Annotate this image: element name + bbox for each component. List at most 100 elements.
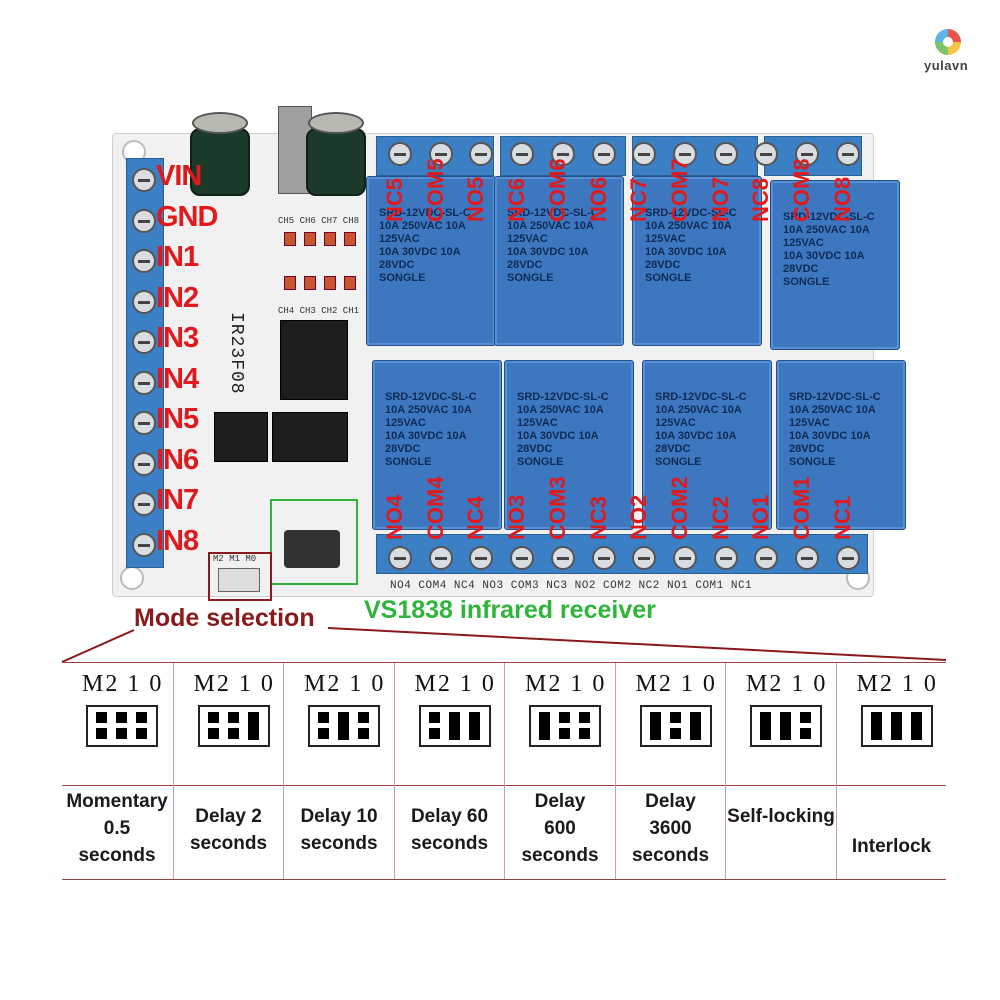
pin-label-in4: IN4: [156, 362, 199, 395]
capacitor-right: [306, 128, 366, 196]
relay-print-line: SONGLE: [507, 272, 554, 284]
input-terminal-screw: [132, 249, 156, 273]
mode-label-line: 600: [544, 818, 576, 839]
relay-label-nc2: NC2: [707, 495, 733, 540]
mode-label-line: Self-locking: [727, 806, 835, 827]
mode-label: Momentary 0.5 seconds: [62, 788, 172, 869]
relay-print-line: 10A 30VDC 10A 28VDC: [645, 246, 727, 271]
relay-print-line: SONGLE: [645, 272, 692, 284]
mode-code-header: M2 1 0: [635, 671, 717, 697]
mode-code-header: M2 1 0: [193, 671, 275, 697]
jumper-open-pin: [116, 712, 127, 723]
relay-terminal-screw-bottom: [510, 546, 535, 570]
mode-label-line: Delay: [645, 791, 696, 812]
relay-print-line: 10A 250VAC 10A 125VAC: [655, 404, 742, 429]
mode-code-header: M2 1 0: [525, 671, 607, 697]
mode-cell: M2 1 0 Interlock: [835, 663, 948, 879]
relay-terminal-screw-top: [632, 142, 657, 166]
channel-led: [324, 232, 336, 246]
input-terminal-screw: [132, 492, 156, 516]
pin-label-in5: IN5: [156, 403, 199, 435]
mode-jumper-highlight: [208, 552, 272, 601]
jumper-closed: [780, 712, 791, 740]
mode-label-line: seconds: [78, 845, 156, 866]
mode-jumper-diagram: [529, 705, 601, 747]
mode-label-line: Interlock: [851, 836, 932, 857]
mode-label-line: seconds: [189, 833, 268, 854]
relay-print-line: SONGLE: [385, 456, 432, 468]
jumper-closed: [539, 712, 550, 740]
relay-print-line: SRD-12VDC-SL-C: [655, 391, 747, 403]
relay-print-line: SONGLE: [783, 276, 830, 288]
channel-led: [344, 232, 356, 246]
pin-label-in3: IN3: [156, 322, 199, 354]
relay-print-line: 10A 30VDC 10A 28VDC: [385, 430, 467, 455]
jumper-open-pin: [358, 712, 369, 723]
relay-terminal-screw-top: [713, 142, 738, 166]
input-terminal-screw: [132, 451, 156, 476]
relay-print-line: 10A 250VAC 10A 125VAC: [645, 220, 732, 245]
pin-label-in7: IN7: [156, 484, 199, 516]
relay-label-nc3: NC3: [585, 495, 611, 540]
relay-label-no7: NO7: [707, 176, 733, 222]
jumper-open-pin: [227, 728, 239, 739]
mode-jumper-diagram: [750, 705, 822, 747]
jumper-open-pin: [579, 728, 590, 739]
input-terminal-screw: [132, 289, 156, 314]
relay-terminal-screw-top: [835, 142, 860, 166]
relay-terminal-screw-bottom: [469, 546, 494, 570]
mode-label-line: 0.5: [103, 818, 131, 839]
jumper-open-pin: [136, 712, 147, 723]
relay-terminal-screw-bottom: [428, 546, 453, 570]
jumper-open-pin: [96, 728, 107, 739]
relay-print-line: 10A 250VAC 10A 125VAC: [783, 224, 870, 249]
relay-terminal-screw-top: [754, 142, 779, 166]
relay-terminal-screw-top: [550, 142, 575, 166]
relay-terminal-screw-top: [672, 142, 697, 166]
relay-label-nc4: NC4: [463, 495, 489, 540]
mode-jumper-diagram: [418, 705, 491, 747]
pin-label-vin: VIN: [156, 160, 202, 192]
jumper-open-pin: [318, 712, 329, 723]
ir-receiver-highlight: [270, 499, 358, 585]
relay-terminal-screw-bottom: [795, 546, 819, 570]
relay-print-line: SONGLE: [517, 456, 564, 468]
jumper-open-pin: [428, 712, 440, 723]
mode-code-header: M2 1 0: [856, 671, 938, 697]
relay-terminal-screw-bottom: [672, 546, 697, 570]
relay-label-nc8: NC8: [748, 177, 774, 222]
chip-silk-label: IR23F08: [226, 312, 246, 395]
mode-label-line: Delay 60: [410, 806, 489, 827]
relay-print-line: SONGLE: [379, 272, 426, 284]
jumper-open-pin: [669, 712, 681, 723]
relay-terminal-bottom: [376, 534, 868, 574]
mode-jumper-diagram: [308, 705, 380, 747]
mode-label-line: Momentary: [66, 791, 168, 812]
relay-print-line: 10A 250VAC 10A 125VAC: [789, 404, 876, 429]
ir-receiver-label: VS1838 infrared receiver: [364, 596, 656, 624]
jumper-open-pin: [207, 712, 219, 723]
mount-hole: [120, 566, 144, 590]
brand-name: yulavn: [924, 58, 969, 73]
mode-jumper-diagram: [86, 705, 158, 747]
relay-terminal-screw-bottom: [754, 546, 779, 570]
relay-label-no5: NO5: [463, 176, 489, 222]
relay-label-no1: NO1: [748, 494, 774, 540]
relay-label-nc1: NC1: [829, 495, 855, 540]
relay-label-com5: COM5: [422, 158, 448, 222]
input-terminal-screw: [132, 330, 156, 354]
capacitor-left-top: [192, 112, 248, 134]
relay-print-line: SRD-12VDC-SL-C: [379, 207, 471, 219]
